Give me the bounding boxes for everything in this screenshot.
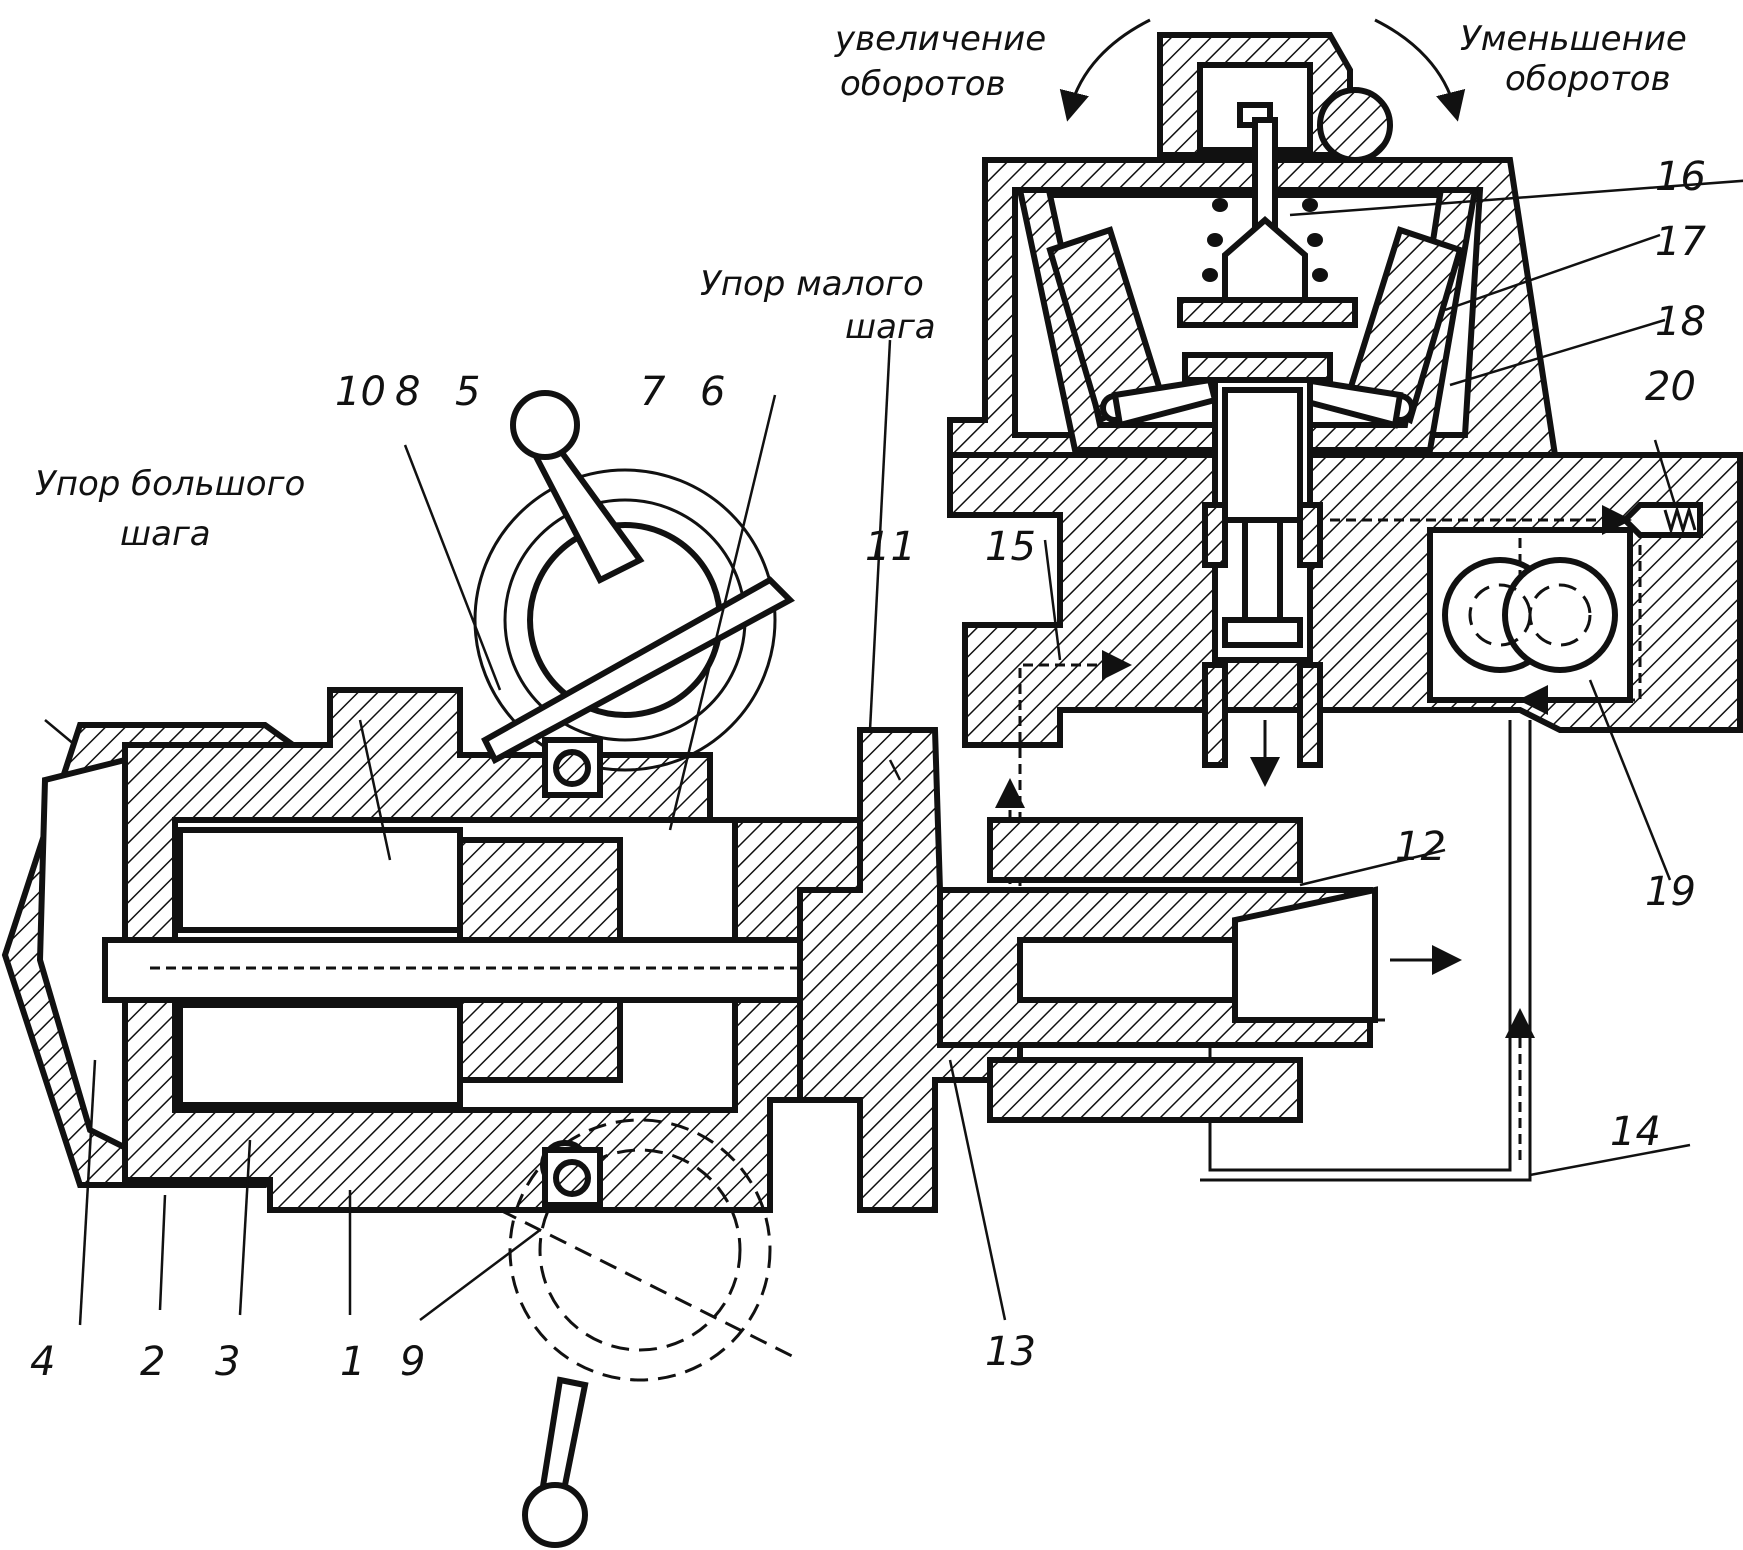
pilot-valve-and-pump-block xyxy=(947,377,1743,768)
leader-lines xyxy=(44,179,1743,1326)
part-number-11: 11 xyxy=(865,524,916,570)
part-number-4: 4 xyxy=(30,1339,55,1385)
part-number-17: 17 xyxy=(1655,219,1706,265)
part-number-10: 10 xyxy=(335,369,386,415)
part-number-14: 14 xyxy=(1610,1109,1661,1155)
hub-assembly xyxy=(1,687,1462,1213)
rpm-adjust-knob xyxy=(1317,87,1393,163)
part-number-1: 1 xyxy=(340,1339,365,1385)
part-number-6: 6 xyxy=(700,369,725,415)
part-number-13: 13 xyxy=(985,1329,1036,1375)
counterweight-ball-top xyxy=(510,390,580,460)
cam-lever-top xyxy=(481,576,795,765)
caption-fine-pitch-stop-1: Упор малого xyxy=(700,264,924,304)
part-number-16: 16 xyxy=(1655,154,1706,200)
part-number-8: 8 xyxy=(395,369,420,415)
caption-increase-rpm-2: оборотов xyxy=(840,64,1006,104)
part-number-12: 12 xyxy=(1395,824,1446,870)
part-number-18: 18 xyxy=(1655,299,1706,345)
caption-coarse-pitch-stop-1: Упор большого xyxy=(35,464,305,504)
part-numbers: 1 2 3 4 5 6 7 8 9 10 11 12 13 14 15 16 1… xyxy=(30,154,1706,1385)
captions: увеличение оборотов Уменьшение оборотов … xyxy=(35,19,1687,554)
lower-counterweight xyxy=(499,1118,801,1548)
part-number-15: 15 xyxy=(985,524,1036,570)
caption-increase-rpm-1: увеличение xyxy=(834,19,1046,59)
part-number-2: 2 xyxy=(140,1339,165,1385)
part-number-3: 3 xyxy=(215,1339,240,1385)
caption-decrease-rpm-2: оборотов xyxy=(1505,59,1671,99)
counterweight-ball-bottom xyxy=(522,1482,588,1548)
part-number-19: 19 xyxy=(1645,869,1696,915)
part-number-7: 7 xyxy=(640,369,666,415)
pump-gear-right xyxy=(1502,557,1618,673)
caption-fine-pitch-stop-2: шага xyxy=(845,307,936,347)
part-number-9: 9 xyxy=(400,1339,425,1385)
flyweights xyxy=(1046,226,1464,429)
caption-coarse-pitch-stop-2: шага xyxy=(120,514,211,554)
caption-decrease-rpm-1: Уменьшение xyxy=(1460,19,1687,59)
upper-counterweight xyxy=(473,390,795,798)
speeder-spring xyxy=(1177,117,1358,328)
part-number-20: 20 xyxy=(1645,364,1696,410)
part-number-5: 5 xyxy=(455,369,480,415)
increase-rpm-arrow xyxy=(1059,18,1151,122)
decrease-rpm-arrow xyxy=(1374,18,1466,122)
